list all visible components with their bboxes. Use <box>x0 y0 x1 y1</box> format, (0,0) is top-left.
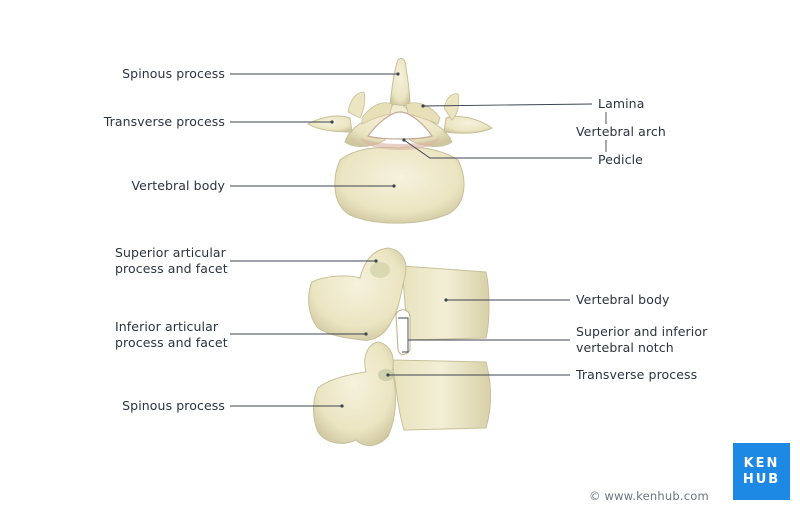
label-superior-articular-line2: process and facet <box>115 261 228 276</box>
superior-articular-left <box>347 91 366 119</box>
lamina-left <box>361 102 393 125</box>
vertebral-foramen <box>367 111 433 140</box>
lamina-right <box>405 102 441 125</box>
label-vertebral-notch-line2: vertebral notch <box>576 340 674 355</box>
label-vertebral-body-lateral: Vertebral body <box>576 292 670 307</box>
copyright-text: © www.kenhub.com <box>589 489 709 503</box>
transverse-process-right <box>443 115 493 134</box>
label-spinous-process-lateral: Spinous process <box>122 398 225 413</box>
label-spinous-process-top: Spinous process <box>122 66 225 81</box>
logo-line1: KEN <box>743 455 780 471</box>
label-lamina: Lamina <box>598 96 645 111</box>
label-transverse-process-lateral: Transverse process <box>576 367 698 382</box>
label-inferior-articular-line1: Inferior articular <box>115 319 219 334</box>
upper-posterior-elements <box>308 247 407 341</box>
leader-lines <box>230 72 607 408</box>
label-pedicle: Pedicle <box>598 152 643 167</box>
pedicle-region <box>360 138 440 150</box>
kenhub-logo[interactable]: KEN HUB <box>733 443 790 500</box>
lateral-view-vertebrae <box>308 247 491 446</box>
superior-view-vertebra <box>307 57 493 224</box>
superior-articular-right <box>443 93 460 121</box>
logo-line2: HUB <box>742 471 781 487</box>
upper-vertebral-body-lateral <box>401 265 490 341</box>
label-transverse-process-top: Transverse process <box>103 114 225 129</box>
intervertebral-foramen <box>395 309 411 355</box>
label-vertebral-body-top: Vertebral body <box>131 178 225 193</box>
transverse-process-left <box>307 115 353 133</box>
lower-vertebral-body-lateral <box>391 359 491 431</box>
label-inferior-articular-line2: process and facet <box>115 335 228 350</box>
label-vertebral-notch-line1: Superior and inferior <box>576 324 708 339</box>
label-vertebral-arch: Vertebral arch <box>576 124 666 139</box>
label-superior-articular-line1: Superior articular <box>115 245 226 260</box>
spinous-process-top-view <box>389 57 411 107</box>
lower-posterior-elements <box>313 341 396 446</box>
